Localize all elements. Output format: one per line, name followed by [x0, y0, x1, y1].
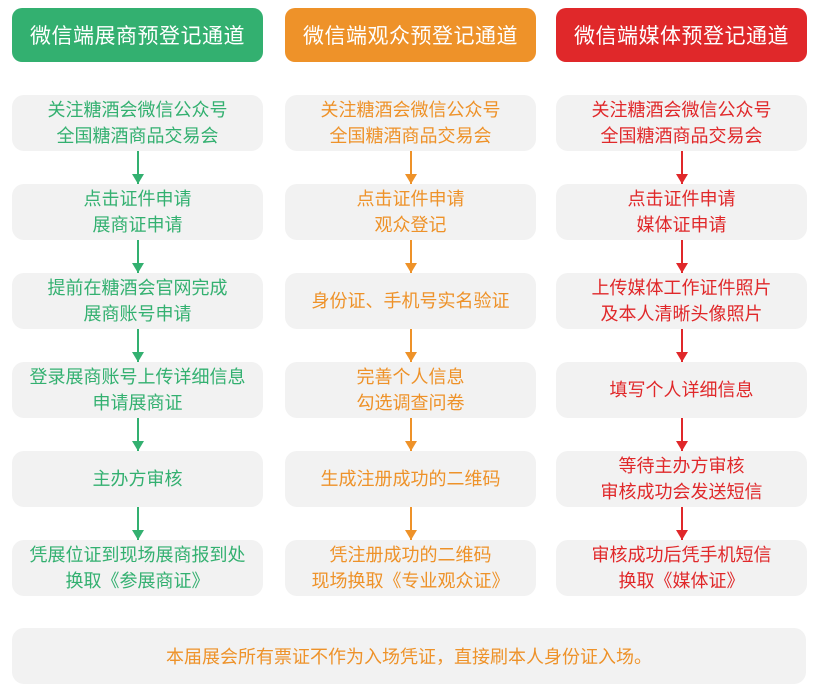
step-text: 主办方审核 [92, 469, 183, 489]
flow-arrow-icon [405, 329, 417, 362]
step-text: 关注糖酒会微信公众号 [47, 100, 228, 120]
step-box: 上传媒体工作证件照片及本人清晰头像照片 [556, 273, 807, 329]
step-text: 点击证件申请 [627, 189, 736, 209]
channel-header-media: 微信端媒体预登记通道 [556, 8, 807, 62]
flow-arrow-icon [405, 151, 417, 184]
flow-arrow-icon [132, 329, 144, 362]
flow-arrow-icon [132, 151, 144, 184]
step-text: 展商账号申请 [83, 304, 192, 324]
step-box: 填写个人详细信息 [556, 362, 807, 418]
flow-arrow-icon [132, 418, 144, 451]
flow-arrow-icon [676, 329, 688, 362]
step-box: 主办方审核 [12, 451, 263, 507]
step-text: 点击证件申请 [83, 189, 192, 209]
step-box: 凭展位证到现场展商报到处换取《参展商证》 [12, 540, 263, 596]
step-box: 等待主办方审核审核成功会发送短信 [556, 451, 807, 507]
column-exhibitor: 微信端展商预登记通道关注糖酒会微信公众号全国糖酒商品交易会点击证件申请展商证申请… [12, 0, 263, 610]
step-text: 填写个人详细信息 [609, 380, 754, 400]
step-text: 现场换取《专业观众证》 [311, 571, 510, 591]
step-text: 全国糖酒商品交易会 [600, 126, 763, 146]
step-text: 点击证件申请 [356, 189, 465, 209]
step-box: 关注糖酒会微信公众号全国糖酒商品交易会 [285, 95, 536, 151]
step-box: 身份证、手机号实名验证 [285, 273, 536, 329]
step-box: 凭注册成功的二维码现场换取《专业观众证》 [285, 540, 536, 596]
footer-note: 本届展会所有票证不作为入场凭证，直接刷本人身份证入场。 [12, 628, 806, 684]
flow-arrow-icon [676, 151, 688, 184]
flow-arrow-icon [676, 418, 688, 451]
step-text: 全国糖酒商品交易会 [329, 126, 492, 146]
flow-arrow-icon [132, 507, 144, 540]
step-box: 关注糖酒会微信公众号全国糖酒商品交易会 [12, 95, 263, 151]
flow-arrow-icon [676, 507, 688, 540]
step-text: 等待主办方审核 [618, 456, 745, 476]
column-visitor: 微信端观众预登记通道关注糖酒会微信公众号全国糖酒商品交易会点击证件申请观众登记身… [285, 0, 536, 610]
step-text: 及本人清晰头像照片 [600, 304, 763, 324]
footer-text: 本届展会所有票证不作为入场凭证，直接刷本人身份证入场。 [166, 647, 652, 667]
flow-arrow-icon [405, 507, 417, 540]
channel-header-visitor: 微信端观众预登记通道 [285, 8, 536, 62]
step-text: 展商证申请 [92, 215, 183, 235]
step-text: 关注糖酒会微信公众号 [591, 100, 772, 120]
step-text: 身份证、手机号实名验证 [311, 291, 510, 311]
flow-arrow-icon [132, 240, 144, 273]
step-text: 凭展位证到现场展商报到处 [29, 545, 246, 565]
step-text: 审核成功会发送短信 [600, 482, 763, 502]
step-text: 生成注册成功的二维码 [320, 469, 501, 489]
step-text: 媒体证申请 [636, 215, 727, 235]
step-text: 关注糖酒会微信公众号 [320, 100, 501, 120]
step-text: 上传媒体工作证件照片 [591, 278, 772, 298]
flow-arrow-icon [676, 240, 688, 273]
channel-header-exhibitor: 微信端展商预登记通道 [12, 8, 263, 62]
step-box: 完善个人信息勾选调查问卷 [285, 362, 536, 418]
step-box: 点击证件申请观众登记 [285, 184, 536, 240]
step-box: 审核成功后凭手机短信换取《媒体证》 [556, 540, 807, 596]
step-box: 登录展商账号上传详细信息申请展商证 [12, 362, 263, 418]
step-text: 申请展商证 [92, 393, 183, 413]
step-text: 登录展商账号上传详细信息 [29, 367, 246, 387]
step-text: 凭注册成功的二维码 [329, 545, 492, 565]
step-text: 完善个人信息 [356, 367, 465, 387]
step-text: 提前在糖酒会官网完成 [47, 278, 228, 298]
step-box: 提前在糖酒会官网完成展商账号申请 [12, 273, 263, 329]
step-text: 换取《媒体证》 [618, 571, 745, 591]
step-box: 点击证件申请媒体证申请 [556, 184, 807, 240]
flow-arrow-icon [405, 418, 417, 451]
step-box: 点击证件申请展商证申请 [12, 184, 263, 240]
step-box: 生成注册成功的二维码 [285, 451, 536, 507]
step-text: 换取《参展商证》 [65, 571, 210, 591]
step-box: 关注糖酒会微信公众号全国糖酒商品交易会 [556, 95, 807, 151]
step-text: 勾选调查问卷 [356, 393, 465, 413]
flow-arrow-icon [405, 240, 417, 273]
step-text: 全国糖酒商品交易会 [56, 126, 219, 146]
step-text: 观众登记 [374, 215, 447, 235]
step-text: 审核成功后凭手机短信 [591, 545, 772, 565]
column-media: 微信端媒体预登记通道关注糖酒会微信公众号全国糖酒商品交易会点击证件申请媒体证申请… [556, 0, 807, 610]
